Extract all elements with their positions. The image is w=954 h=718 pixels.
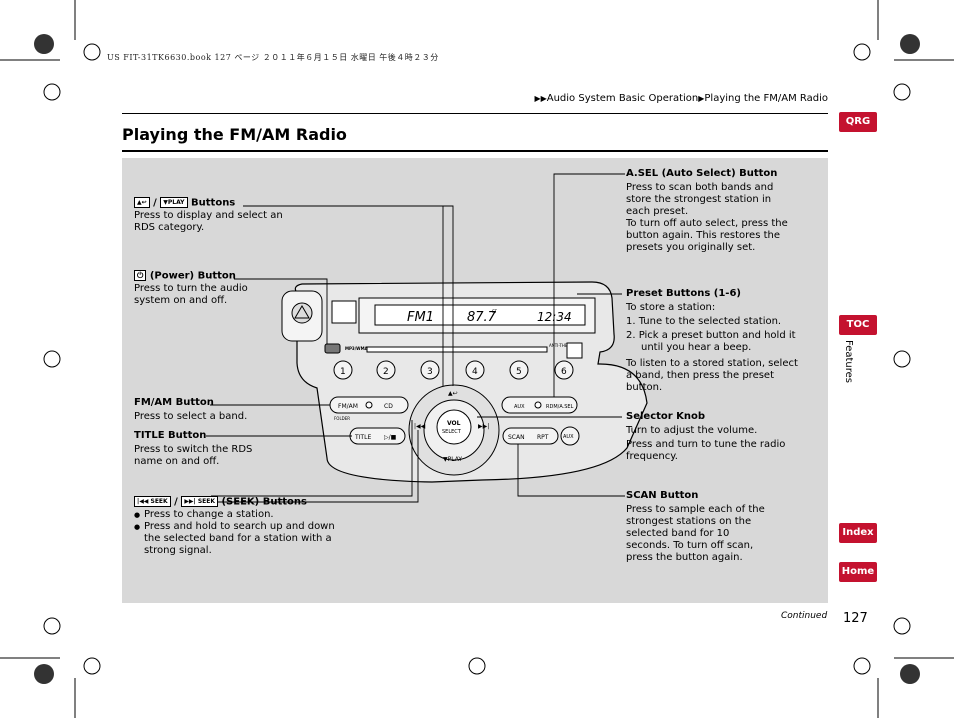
rpt-label: RPT — [537, 434, 549, 441]
preset-label: 1 — [340, 367, 346, 377]
breadcrumb-arrow-icon: ▶ — [698, 94, 705, 103]
display-frequency: 87.7 — [467, 310, 497, 325]
title-sub-label: ▷/■ — [384, 434, 397, 441]
list-item: Press and hold to search up and down the… — [134, 521, 344, 557]
preset-buttons: 1 2 3 4 5 6 — [333, 360, 574, 380]
callout-selector: Selector Knob Turn to adjust the volume.… — [626, 411, 801, 463]
header-rule — [122, 113, 828, 114]
separator: / — [153, 197, 157, 209]
section-label: Features — [843, 340, 854, 383]
preset-label: 5 — [516, 367, 522, 377]
seek-forward-key-icon: ▶▶| SEEK — [181, 496, 218, 507]
tab-qrg[interactable]: QRG — [839, 112, 877, 132]
fmam-label: FM/AM — [338, 403, 358, 410]
knob-bottom-label: ▼PLAY — [443, 456, 462, 463]
rdm-label: RDM/A.SEL — [546, 404, 574, 410]
knob-top-label: ▲↩ — [448, 390, 458, 397]
callout-title: (SEEK) Buttons — [221, 496, 307, 508]
callout-desc: To turn off auto select, press the butto… — [626, 218, 788, 253]
callout-title-button: TITLE Button Press to switch the RDS nam… — [134, 430, 264, 468]
seek-back-key-icon: |◀◀ SEEK — [134, 496, 171, 507]
anti-theft-indicator — [331, 300, 357, 324]
callout-title: TITLE Button — [134, 430, 207, 441]
preset-label: 3 — [427, 367, 433, 377]
leader-lines — [190, 173, 625, 503]
aux-jack-label: AUX — [563, 434, 574, 440]
tab-toc[interactable]: TOC — [839, 315, 877, 335]
callout-desc: Press to select a band. — [134, 411, 248, 422]
callout-title: SCAN Button — [626, 490, 699, 501]
down-play-key-icon: ▼PLAY — [160, 197, 188, 208]
selector-knob — [436, 409, 472, 445]
display-screen — [374, 304, 586, 326]
mp3-label: MP3/WMA — [345, 346, 369, 351]
callout-seek: |◀◀ SEEK / ▶▶| SEEK (SEEK) Buttons Press… — [134, 496, 344, 557]
breadcrumb-item: Playing the FM/AM Radio — [704, 93, 828, 104]
breadcrumb-arrow-icon: ▶▶ — [534, 94, 547, 103]
display-band: FM1 — [407, 310, 434, 325]
preset-label: 6 — [561, 367, 567, 377]
callout-desc: Press to switch the RDS name on and off. — [134, 444, 253, 467]
scan-label: SCAN — [508, 434, 525, 441]
up-back-key-icon: ▲↩ — [134, 197, 150, 208]
cd-slot — [366, 346, 548, 353]
knob-left-label: |◀◀ — [414, 423, 426, 430]
breadcrumb-item[interactable]: Audio System Basic Operation — [546, 93, 699, 104]
folder-label: FOLDER — [334, 416, 350, 421]
ant-label: ANTI-THEFT — [549, 343, 573, 348]
page-title: Playing the FM/AM Radio — [122, 125, 347, 144]
callout-title: Preset Buttons (1-6) — [626, 288, 741, 299]
tab-home[interactable]: Home — [839, 562, 877, 582]
display-stereo: ST — [492, 309, 498, 314]
callout-desc: Press to scan both bands and store the s… — [626, 182, 774, 217]
list-item: 2. Pick a preset button and hold it unti… — [626, 330, 796, 353]
power-button — [324, 343, 341, 354]
callout-title: FM/AM Button — [134, 397, 214, 408]
callout-power: ⏻ (Power) Button Press to turn the audio… — [134, 270, 284, 307]
callout-scan: SCAN Button Press to sample each of the … — [626, 490, 776, 564]
callout-title: Buttons — [191, 197, 236, 209]
callout-desc: Press to turn the audio system on and of… — [134, 282, 248, 306]
title-label: TITLE — [354, 434, 371, 441]
print-header: US FIT-31TK6630.book 127 ページ ２０１１年６月１５日 … — [107, 53, 439, 62]
callout-title: (Power) Button — [149, 270, 236, 282]
tab-index[interactable]: Index — [839, 523, 877, 543]
aux-label: AUX — [514, 404, 525, 410]
breadcrumb: ▶▶Audio System Basic Operation▶Playing t… — [534, 93, 828, 104]
knob-right-label: ▶▶| — [478, 423, 489, 430]
aux-jack — [560, 426, 580, 446]
callout-desc: To store a station: — [626, 302, 716, 313]
eject-button — [566, 342, 583, 359]
separator: / — [174, 496, 178, 508]
power-icon: ⏻ — [134, 270, 147, 281]
callout-desc: To listen to a stored station, select a … — [626, 358, 798, 393]
callout-title: Selector Knob — [626, 411, 706, 422]
page-number: 127 — [843, 611, 868, 626]
title-rule — [122, 150, 828, 152]
knob-select-label: SELECT — [442, 429, 462, 435]
callout-desc: Turn to adjust the volume. — [626, 425, 758, 436]
knob-vol-label: VOL — [447, 420, 461, 427]
list-item: Press to change a station. — [134, 509, 344, 521]
callout-category: ▲↩ / ▼PLAY Buttons Press to display and … — [134, 197, 304, 234]
callout-desc: Press to display and select an RDS categ… — [134, 209, 283, 233]
continued-label: Continued — [781, 611, 828, 621]
preset-label: 2 — [383, 367, 389, 377]
callout-title: A.SEL (Auto Select) Button — [626, 168, 778, 179]
callout-preset: Preset Buttons (1-6) To store a station:… — [626, 288, 806, 394]
list-item: 1. Tune to the selected station. — [626, 316, 782, 327]
cd-label: CD — [384, 403, 393, 410]
callout-desc: Press to sample each of the strongest st… — [626, 504, 765, 563]
callout-asel: A.SEL (Auto Select) Button Press to scan… — [626, 168, 791, 254]
preset-label: 4 — [472, 367, 478, 377]
radio-illustration: FM1 87.7 ST 12:34 MP3/WMA ANTI-THEFT 1 2… — [190, 173, 648, 503]
callout-fmam: FM/AM Button Press to select a band. — [134, 397, 284, 423]
scan-rpt-button — [502, 427, 559, 445]
callout-desc: Press and turn to tune the radio frequen… — [626, 439, 786, 462]
